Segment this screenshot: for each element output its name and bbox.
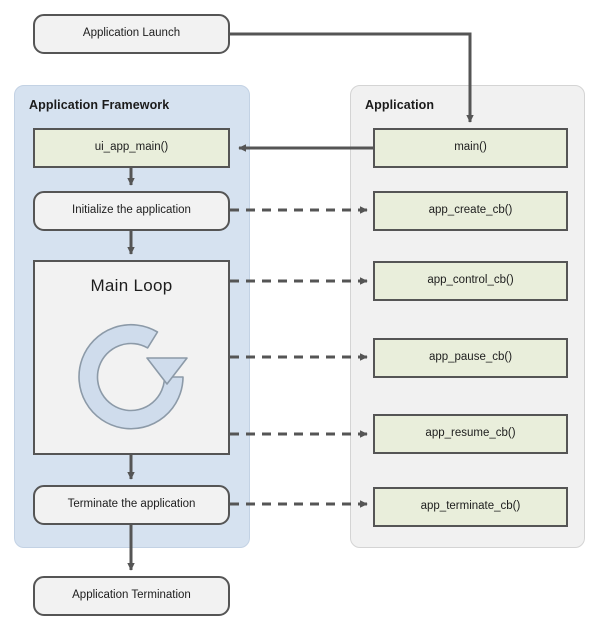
node-app-pause-cb[interactable]: app_pause_cb(): [373, 338, 568, 378]
node-app-control-cb[interactable]: app_control_cb(): [373, 261, 568, 301]
node-main[interactable]: main(): [373, 128, 568, 168]
node-main-loop[interactable]: Main Loop: [33, 260, 230, 455]
node-application-termination[interactable]: Application Termination: [33, 576, 230, 616]
main-loop-label: Main Loop: [90, 276, 173, 295]
panel-title-application-framework: Application Framework: [29, 98, 170, 112]
circular-refresh-arrow-icon: [77, 323, 188, 430]
node-initialize-the-application[interactable]: Initialize the application: [33, 191, 230, 231]
panel-title-application: Application: [365, 98, 435, 112]
node-app-resume-cb[interactable]: app_resume_cb(): [373, 414, 568, 454]
node-terminate-the-application[interactable]: Terminate the application: [33, 485, 230, 525]
node-app-terminate-cb[interactable]: app_terminate_cb(): [373, 487, 568, 527]
node-application-launch[interactable]: Application Launch: [33, 14, 230, 54]
node-ui-app-main[interactable]: ui_app_main(): [33, 128, 230, 168]
node-app-create-cb[interactable]: app_create_cb(): [373, 191, 568, 231]
